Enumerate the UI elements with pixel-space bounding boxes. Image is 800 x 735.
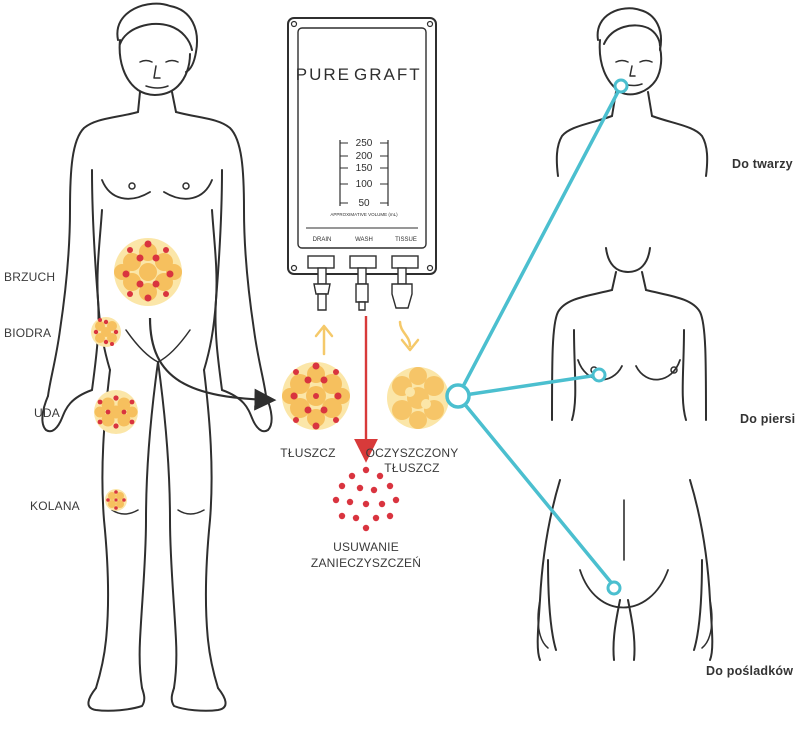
- device-brand: PURE GRAFT: [296, 65, 422, 84]
- destination-buttocks: Do pośladków: [706, 664, 794, 678]
- fat-out-arrow: [398, 320, 420, 352]
- puregraft-device: [287, 17, 437, 311]
- graft-lines: [456, 86, 622, 588]
- impurities-label-2: ZANIECZYSZCZEŃ: [310, 556, 422, 570]
- brand-pure: PURE: [296, 65, 351, 84]
- fat-cluster-knees: [105, 489, 127, 511]
- fat-in-arrow: [314, 324, 334, 356]
- fat-label: TŁUSZCZ: [280, 446, 336, 460]
- port-drain: DRAIN: [313, 237, 332, 243]
- harvest-arrow: [148, 317, 277, 411]
- site-label-thighs: UDA: [34, 406, 60, 420]
- graft-hub-node: [445, 383, 471, 409]
- impurities-dots: [332, 466, 400, 532]
- fat-cluster-hips: [91, 317, 121, 347]
- port-wash: WASH: [355, 237, 373, 243]
- breast-target-node: [591, 367, 607, 383]
- buttocks-target-node: [606, 580, 622, 596]
- scale-200: 200: [356, 151, 373, 162]
- brand-graft: GRAFT: [354, 65, 422, 84]
- fat-cluster-belly: [114, 238, 182, 306]
- clean-fat-label-2: TŁUSZCZ: [384, 461, 440, 475]
- scale-150: 150: [356, 163, 373, 174]
- torso-figure: [551, 247, 707, 421]
- device-ports: DRAIN WASH TISSUE: [313, 237, 417, 243]
- clean-fat-label-1: OCZYSZCZONY: [365, 446, 459, 460]
- scale-100: 100: [356, 179, 373, 190]
- site-label-hips: BIODRA: [4, 326, 52, 340]
- destination-breast: Do piersi: [740, 412, 796, 426]
- device-scale: 250 200 150 100 50 APPROXIMATIVE VOLUME …: [330, 138, 398, 217]
- scale-caption: APPROXIMATIVE VOLUME (mL): [330, 212, 398, 217]
- face-figure: [555, 7, 709, 177]
- port-tissue: TISSUE: [395, 237, 417, 243]
- back-figure: [536, 479, 714, 661]
- fat-cluster-cleaned: [387, 367, 449, 429]
- scale-250: 250: [356, 138, 373, 149]
- fat-cluster-input: [282, 362, 350, 430]
- face-target-node: [613, 78, 629, 94]
- destination-face: Do twarzy: [732, 157, 793, 171]
- site-label-knees: KOLANA: [30, 499, 80, 513]
- site-label-belly: BRZUCH: [4, 270, 56, 284]
- scale-50: 50: [358, 198, 370, 209]
- impurities-label-1: USUWANIE: [333, 540, 399, 554]
- fat-cluster-thighs: [94, 390, 138, 434]
